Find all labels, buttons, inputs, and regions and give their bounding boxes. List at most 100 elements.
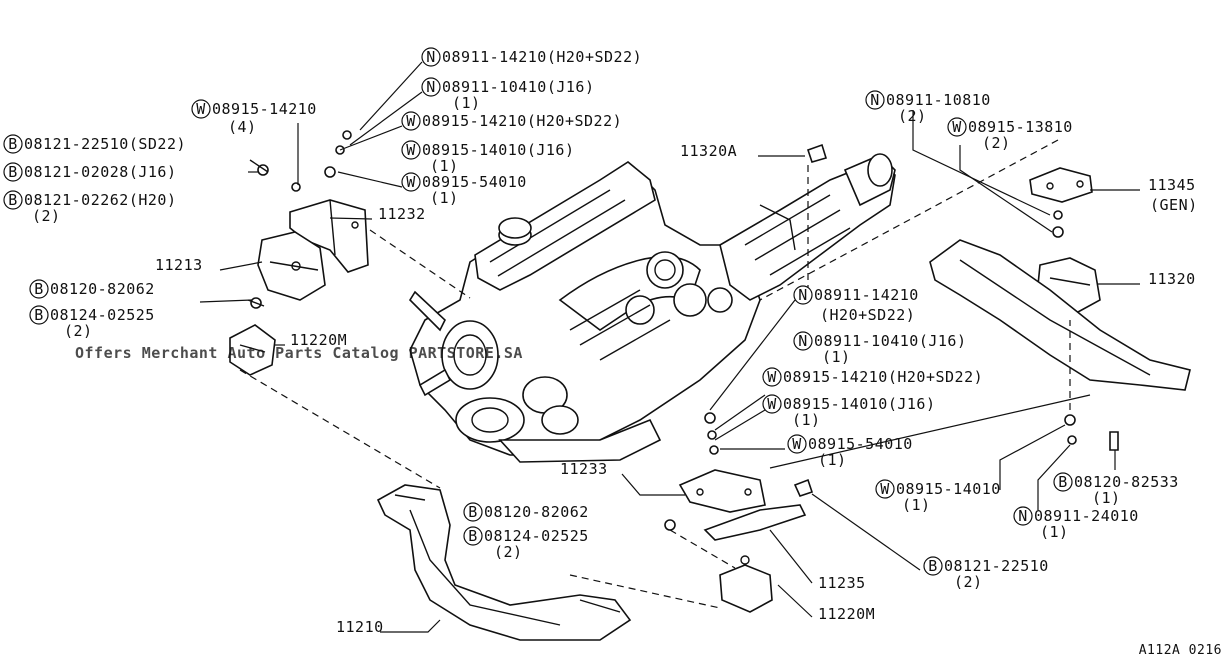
callout-w9q: (1) [902, 496, 930, 514]
callout-text: 08121-02028(J16) [24, 163, 177, 181]
fastener-parts-left [247, 130, 352, 309]
callout-text: 08915-14210(H20+SD22) [422, 112, 622, 130]
callout-prefix-letter: B [34, 280, 44, 298]
callout-p11220m_r: 11220M [818, 605, 875, 623]
callout-prefix-letter: B [1058, 473, 1068, 491]
callout-prefix-letter: W [406, 112, 416, 130]
callout-text: 08911-24010 [1034, 507, 1139, 525]
callout-w8: W 08915-54010 [787, 434, 913, 454]
callout-prefix-circle [463, 502, 483, 522]
watermark-text: Offers Merchant Auto Parts Catalog PARTS… [75, 344, 523, 362]
callout-prefix-circle [421, 77, 441, 97]
callout-prefix-circle [401, 111, 421, 131]
callout-prefix-circle [29, 305, 49, 325]
callout-w3q: (1) [430, 157, 458, 175]
callout-p11320: 11320 [1148, 270, 1195, 288]
callout-text: 08124-02525 [50, 306, 155, 324]
callout-text: 08120-82062 [484, 503, 589, 521]
callout-prefix-circle [865, 90, 885, 110]
callout-text: (4) [228, 118, 257, 136]
leader-lines [199, 61, 1140, 633]
callout-text: (2) [898, 107, 927, 125]
callout-text: 11235 [818, 574, 866, 592]
callout-prefix-letter: B [8, 191, 18, 209]
callout-prefix-letter: W [767, 395, 777, 413]
callout-text: 08121-02262(H20) [24, 191, 177, 209]
callout-w5: W 08915-13810 [947, 117, 1073, 137]
callout-prefix-letter: B [8, 135, 18, 153]
callout-prefix-circle [3, 190, 23, 210]
callout-prefix-circle [923, 556, 943, 576]
callout-text: 08911-14210 [814, 286, 919, 304]
callout-p11220m_l: 11220M [290, 331, 347, 349]
callout-text: 11233 [560, 460, 608, 478]
callout-prefix-letter: W [952, 118, 962, 136]
callout-text: 08915-13810 [968, 118, 1073, 136]
callout-text: (2) [32, 207, 61, 225]
callout-text: 08915-14010(J16) [422, 141, 575, 159]
callout-p11210: 11210 [336, 618, 384, 636]
callout-p11213: 11213 [155, 256, 203, 274]
callout-text: (1) [792, 411, 821, 429]
callout-text: 11220M [290, 331, 347, 349]
callout-prefix-circle [29, 279, 49, 299]
callout-text: 08911-10410(J16) [442, 78, 595, 96]
callout-text: (1) [818, 451, 847, 469]
callout-prefix-circle [191, 99, 211, 119]
callout-text: 08915-54010 [808, 435, 913, 453]
bracket-11233 [678, 469, 766, 513]
figure-code: A112A 0216 [1139, 643, 1222, 658]
callout-prefix-circle [1013, 506, 1033, 526]
callout-n5q: (1) [822, 348, 851, 366]
callout-prefix-letter: W [792, 435, 802, 453]
callout-text: (H20+SD22) [820, 306, 915, 324]
plate-11235 [703, 504, 807, 541]
callout-text: 11232 [378, 205, 426, 223]
callout-b7q: (2) [494, 543, 522, 561]
callout-text: 08915-14210(H20+SD22) [783, 368, 983, 386]
callout-n3q: (2) [898, 107, 927, 125]
callout-prefix-letter: N [870, 91, 880, 109]
callout-b3: B 08121-02262(H20) [3, 190, 177, 210]
callout-prefix-letter: W [196, 100, 206, 118]
callout-prefix-letter: B [928, 557, 938, 575]
engine-assembly [408, 161, 761, 463]
callout-p11235: 11235 [818, 574, 866, 592]
callout-prefix-circle [787, 434, 807, 454]
crossmember-11320-right [929, 239, 1191, 391]
callout-prefix-letter: B [468, 527, 478, 545]
callout-prefix-circle [1053, 472, 1073, 492]
callout-w7q: (1) [792, 411, 821, 429]
callout-n2q: (1) [452, 94, 480, 112]
callout-prefix-circle [947, 117, 967, 137]
callout-text: (GEN) [1150, 196, 1198, 214]
callout-p11232: 11232 [378, 205, 426, 223]
callout-n6q: (1) [1040, 523, 1068, 541]
callout-text: (2) [982, 134, 1011, 152]
callout-w2: W 08915-14210(H20+SD22) [401, 111, 622, 131]
callout-prefix-circle [401, 140, 421, 160]
callout-prefix-letter: N [798, 286, 808, 304]
callout-text: (1) [1092, 489, 1121, 507]
callout-text: (1) [822, 348, 851, 366]
fastener-parts-center [664, 412, 814, 531]
callout-prefix-letter: N [426, 48, 436, 66]
assembly-dashed-lines [239, 139, 1071, 609]
callout-text: 11213 [155, 256, 203, 274]
callout-text: 11210 [336, 618, 384, 636]
callout-b5q: (2) [64, 322, 92, 340]
callout-prefix-circle [793, 331, 813, 351]
callout-text: (2) [954, 573, 983, 591]
